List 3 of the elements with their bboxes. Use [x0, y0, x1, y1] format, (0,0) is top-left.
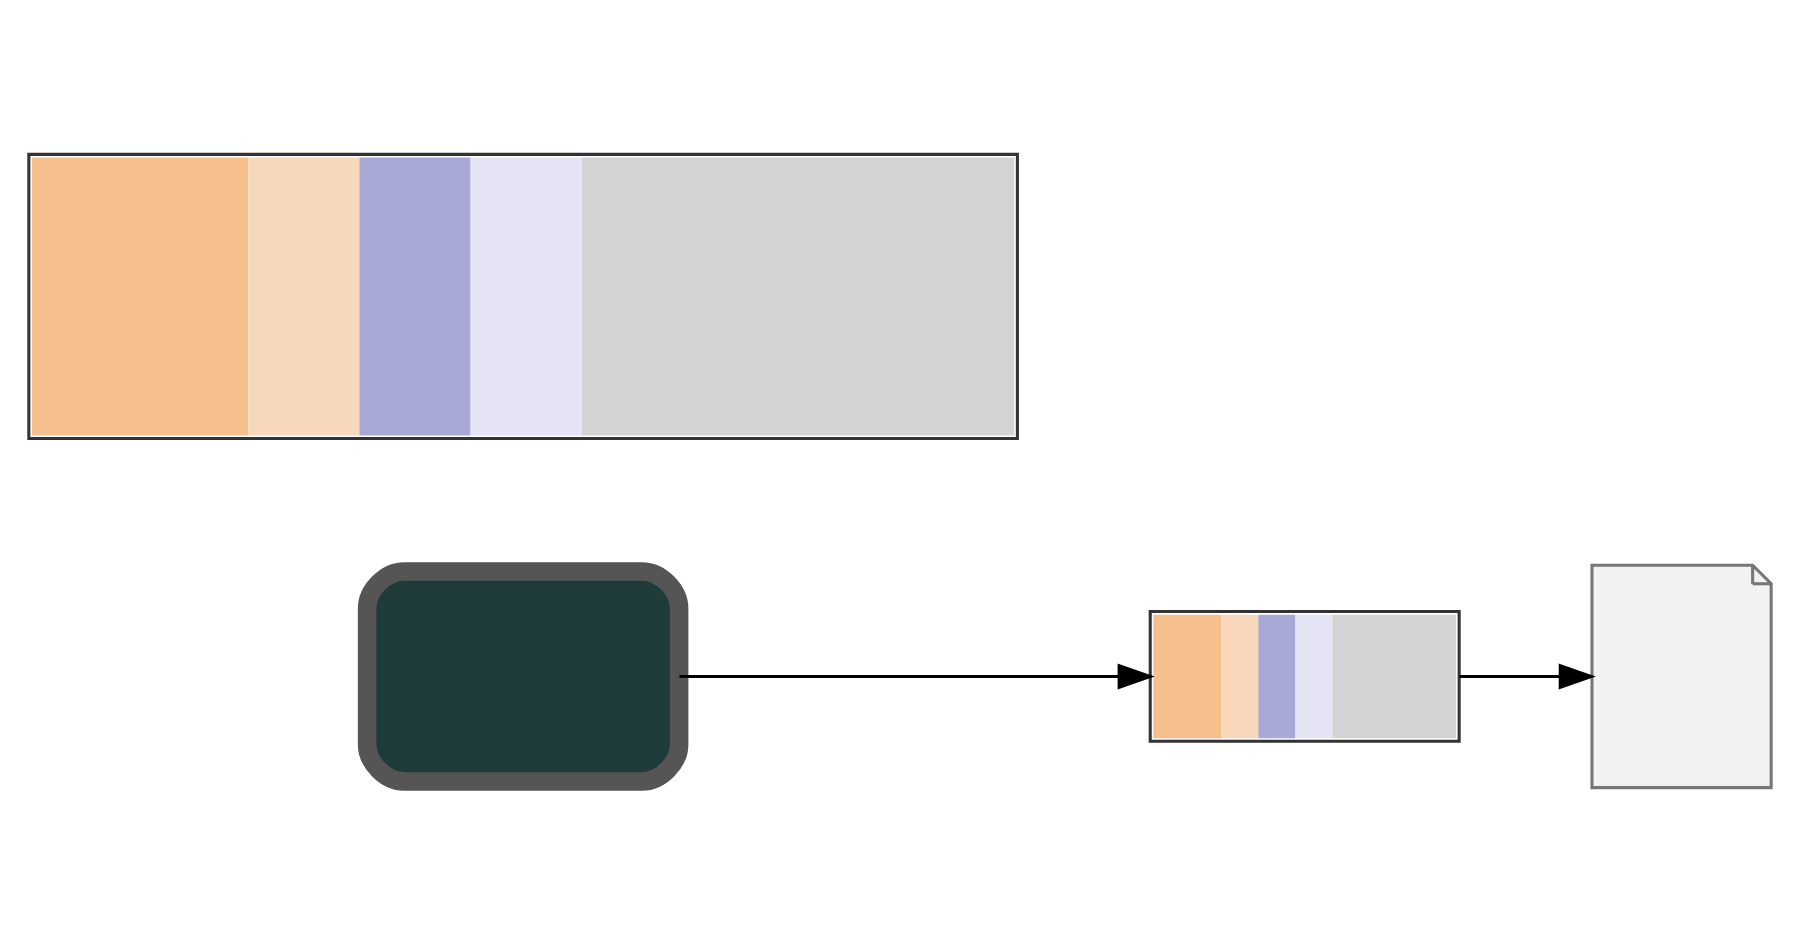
arrow [1459, 663, 1596, 690]
node-monitor [357, 562, 689, 791]
arrow [679, 663, 1155, 690]
